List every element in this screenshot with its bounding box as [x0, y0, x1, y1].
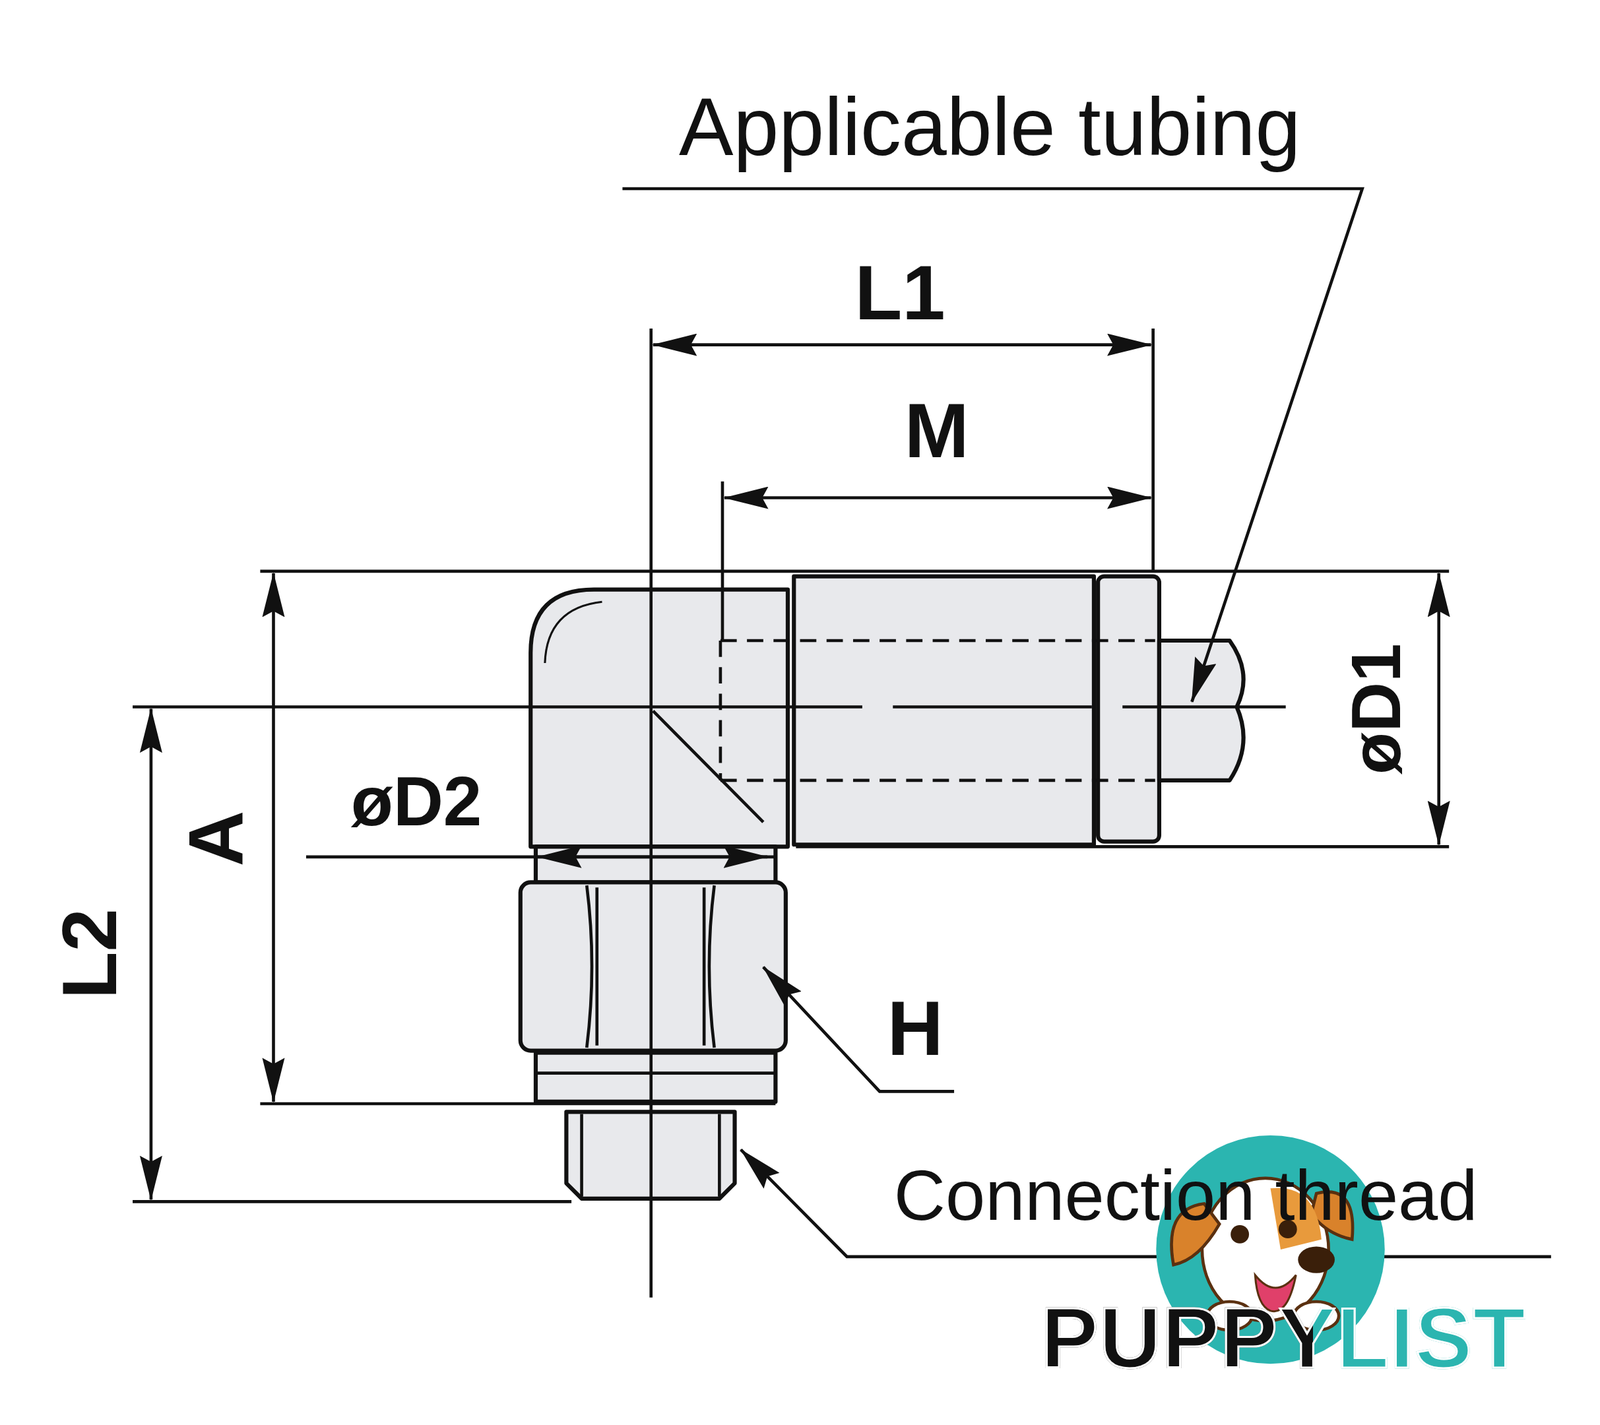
dim-d2	[537, 855, 768, 859]
elbow-diagonal	[653, 711, 764, 823]
washer-line	[535, 1071, 776, 1075]
dim-l2	[149, 709, 154, 1201]
washer	[535, 1053, 776, 1102]
dimension-label: M	[904, 391, 970, 470]
callout-label: Connection thread	[894, 1159, 1478, 1232]
extension-lines	[132, 328, 1449, 1203]
dimension-label: H	[887, 989, 944, 1068]
leader-tubing	[622, 188, 1362, 703]
neck	[535, 846, 776, 883]
dimension-label: øD1	[1340, 643, 1410, 775]
release-ring	[1097, 576, 1160, 842]
tube-body	[793, 576, 1094, 846]
watermark: PUPPYLIST	[1041, 1295, 1527, 1382]
elbow-highlight	[544, 601, 603, 664]
hidden-bore	[720, 640, 1156, 781]
dimension-label: L2	[50, 908, 129, 999]
dim-m	[724, 496, 1151, 500]
tubing	[1159, 640, 1244, 781]
dimension-label: A	[177, 810, 256, 867]
dim-d1	[1437, 573, 1441, 845]
dimension-label: øD2	[351, 766, 483, 836]
dim-a	[271, 573, 276, 1102]
dim-l1	[653, 343, 1152, 347]
center-line-vertical	[649, 328, 653, 1298]
leader-h	[763, 967, 955, 1092]
dimension-label: L1	[855, 254, 946, 332]
callout-label: Applicable tubing	[678, 86, 1301, 169]
hex-nut	[520, 882, 786, 1051]
center-line-horizontal	[132, 705, 1286, 709]
elbow-body	[530, 589, 788, 848]
leader-thread	[740, 1150, 1552, 1257]
